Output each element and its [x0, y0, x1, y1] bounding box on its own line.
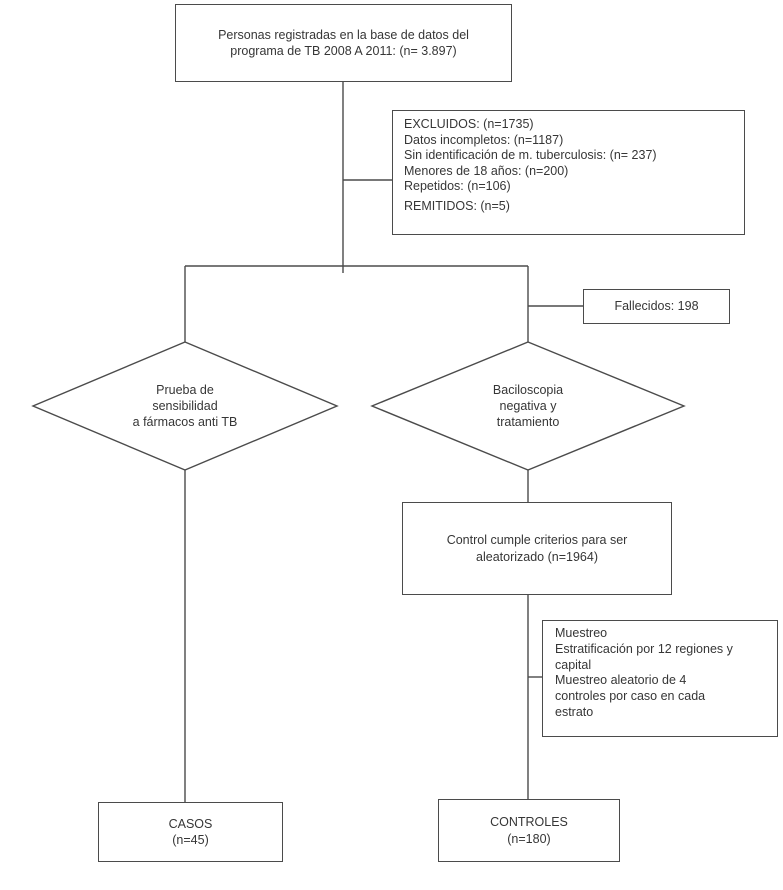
node-source-population: Personas registradas en la base de datos…	[175, 4, 512, 82]
node-deceased-text: Fallecidos: 198	[614, 298, 699, 313]
diamond-controls-label: Baciloscopia negativa y tratamiento	[492, 383, 564, 429]
node-controls-text: CONTROLES (n=180)	[490, 815, 568, 846]
node-excluded-text: EXCLUIDOS: (n=1735) Datos incompletos: (…	[404, 117, 657, 193]
decision-diamond-controls	[370, 341, 686, 471]
node-randomization-text: Control cumple criterios para ser aleato…	[446, 533, 628, 564]
node-deceased: Fallecidos: 198	[583, 289, 730, 324]
node-remitidos-text: REMITIDOS: (n=5)	[404, 199, 510, 213]
node-randomization: Control cumple criterios para ser aleato…	[402, 502, 672, 595]
diamond-cases-label: Prueba de sensibilidad a fármacos anti T…	[132, 383, 238, 429]
node-sampling: Muestreo Estratificación por 12 regiones…	[542, 620, 778, 737]
node-cases-text: CASOS (n=45)	[168, 816, 213, 848]
node-cases: CASOS (n=45)	[98, 802, 283, 862]
node-controls: CONTROLES (n=180)	[438, 799, 620, 862]
node-source-text: Personas registradas en la base de datos…	[218, 27, 469, 59]
decision-diamond-cases	[31, 341, 339, 471]
node-excluded: EXCLUIDOS: (n=1735) Datos incompletos: (…	[392, 110, 745, 235]
node-sampling-text: Muestreo Estratificación por 12 regiones…	[555, 626, 733, 719]
